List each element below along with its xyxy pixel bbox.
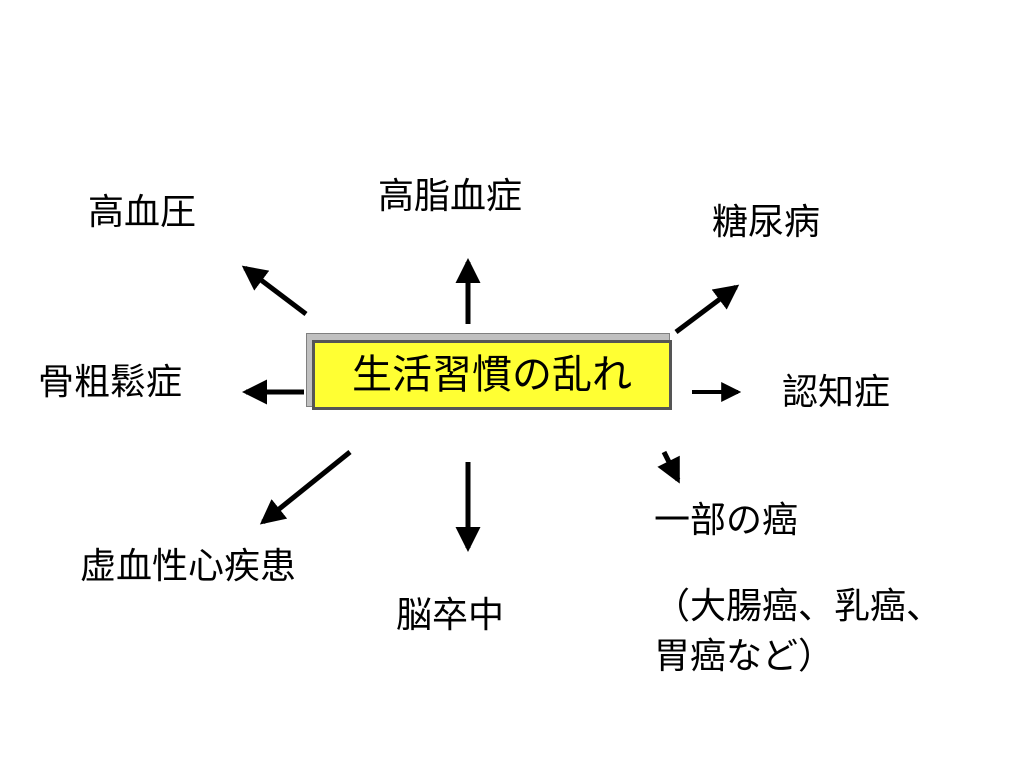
osteoporosis-label: 骨粗鬆症 — [38, 362, 183, 403]
arrow-to-some-cancers — [657, 450, 681, 484]
cancer-examples-label: （大腸癌、乳癌、 胃癌など） — [654, 582, 984, 682]
hypertension-label: 高血圧 — [88, 192, 197, 233]
ischemic-heart-disease-label: 虚血性心疾患 — [80, 546, 297, 587]
center-box: 生活習慣の乱れ — [312, 340, 672, 410]
arrow-to-hypertension — [241, 265, 308, 316]
diabetes-label: 糖尿病 — [712, 202, 821, 243]
cancer-examples-line-2: 胃癌など） — [654, 636, 835, 677]
stroke-label: 脳卒中 — [396, 595, 505, 636]
some-cancers-label: 一部の癌 — [654, 500, 799, 541]
center-title: 生活習慣の乱れ — [352, 352, 632, 398]
dementia-label: 認知症 — [782, 372, 891, 413]
hyperlipidemia-label: 高脂血症 — [378, 176, 523, 217]
cancer-examples-line-1: （大腸癌、乳癌、 — [654, 586, 943, 627]
arrow-to-ischemic-heart-disease — [259, 450, 352, 525]
arrow-to-diabetes — [674, 284, 740, 334]
